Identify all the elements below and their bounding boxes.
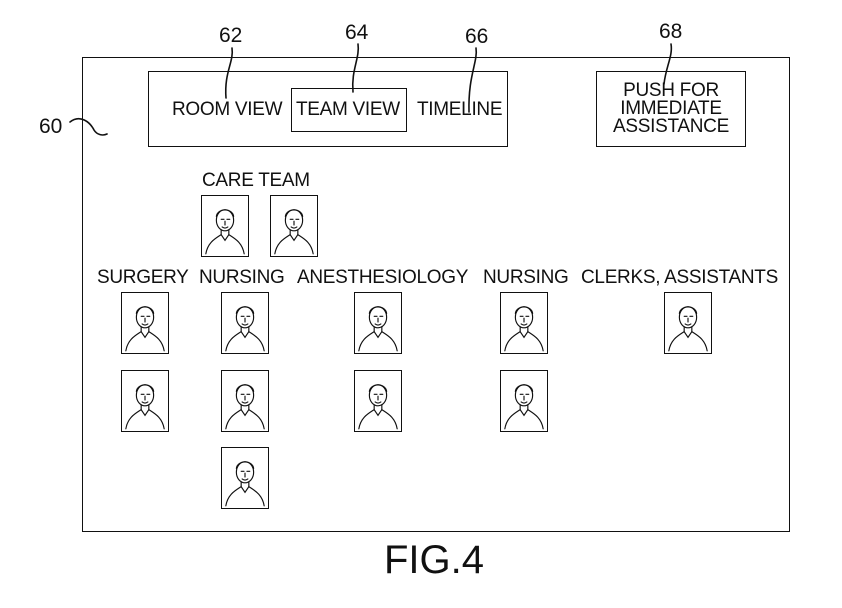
surgery-member-2-photo[interactable] xyxy=(121,370,169,432)
ref-numeral-62: 62 xyxy=(219,24,243,47)
person-portrait-icon xyxy=(205,209,245,255)
care-team-member-2-photo[interactable] xyxy=(270,195,318,257)
display-screen xyxy=(82,57,790,532)
person-portrait-icon xyxy=(358,384,398,430)
tab-team-view-frame[interactable] xyxy=(291,88,407,132)
person-portrait-icon xyxy=(358,306,398,352)
anesthesiology-member-2-photo[interactable] xyxy=(354,370,402,432)
ref-numeral-68: 68 xyxy=(659,20,683,43)
person-portrait-icon xyxy=(225,306,265,352)
push-button-line-2: IMMEDIATE xyxy=(620,98,722,119)
tab-room-view[interactable]: ROOM VIEW xyxy=(172,99,283,120)
nursing-2-member-1-photo[interactable] xyxy=(500,292,548,354)
nursing-member-2-photo[interactable] xyxy=(221,370,269,432)
tab-timeline[interactable]: TIMELINE xyxy=(417,99,503,120)
person-portrait-icon xyxy=(225,384,265,430)
care-team-label: CARE TEAM xyxy=(202,170,310,191)
view-tab-bar xyxy=(148,71,508,147)
nursing-member-3-photo[interactable] xyxy=(221,447,269,509)
group-label-nursing-2: NURSING xyxy=(483,267,569,288)
person-portrait-icon xyxy=(125,384,165,430)
group-label-surgery: SURGERY xyxy=(97,267,189,288)
group-label-anesthesiology: ANESTHESIOLOGY xyxy=(297,267,469,288)
nursing-member-1-photo[interactable] xyxy=(221,292,269,354)
push-button-line-1: PUSH FOR xyxy=(623,80,719,101)
person-portrait-icon xyxy=(504,306,544,352)
figure-label: FIG.4 xyxy=(384,538,485,582)
person-portrait-icon xyxy=(274,209,314,255)
care-team-member-1-photo[interactable] xyxy=(201,195,249,257)
person-portrait-icon xyxy=(125,306,165,352)
group-label-nursing: NURSING xyxy=(199,267,285,288)
ref-numeral-66: 66 xyxy=(465,25,489,48)
push-button-line-3: ASSISTANCE xyxy=(613,116,729,137)
person-portrait-icon xyxy=(504,384,544,430)
surgery-member-1-photo[interactable] xyxy=(121,292,169,354)
person-portrait-icon xyxy=(225,461,265,507)
nursing-2-member-2-photo[interactable] xyxy=(500,370,548,432)
clerks-assistants-member-1-photo[interactable] xyxy=(664,292,712,354)
tab-team-view[interactable]: TEAM VIEW xyxy=(296,99,400,120)
ref-numeral-60: 60 xyxy=(39,115,63,138)
push-for-assistance-button[interactable]: PUSH FOR IMMEDIATE ASSISTANCE xyxy=(596,71,746,147)
anesthesiology-member-1-photo[interactable] xyxy=(354,292,402,354)
person-portrait-icon xyxy=(668,306,708,352)
ref-numeral-64: 64 xyxy=(345,21,369,44)
group-label-clerks-assistants: CLERKS, ASSISTANTS xyxy=(581,267,778,288)
